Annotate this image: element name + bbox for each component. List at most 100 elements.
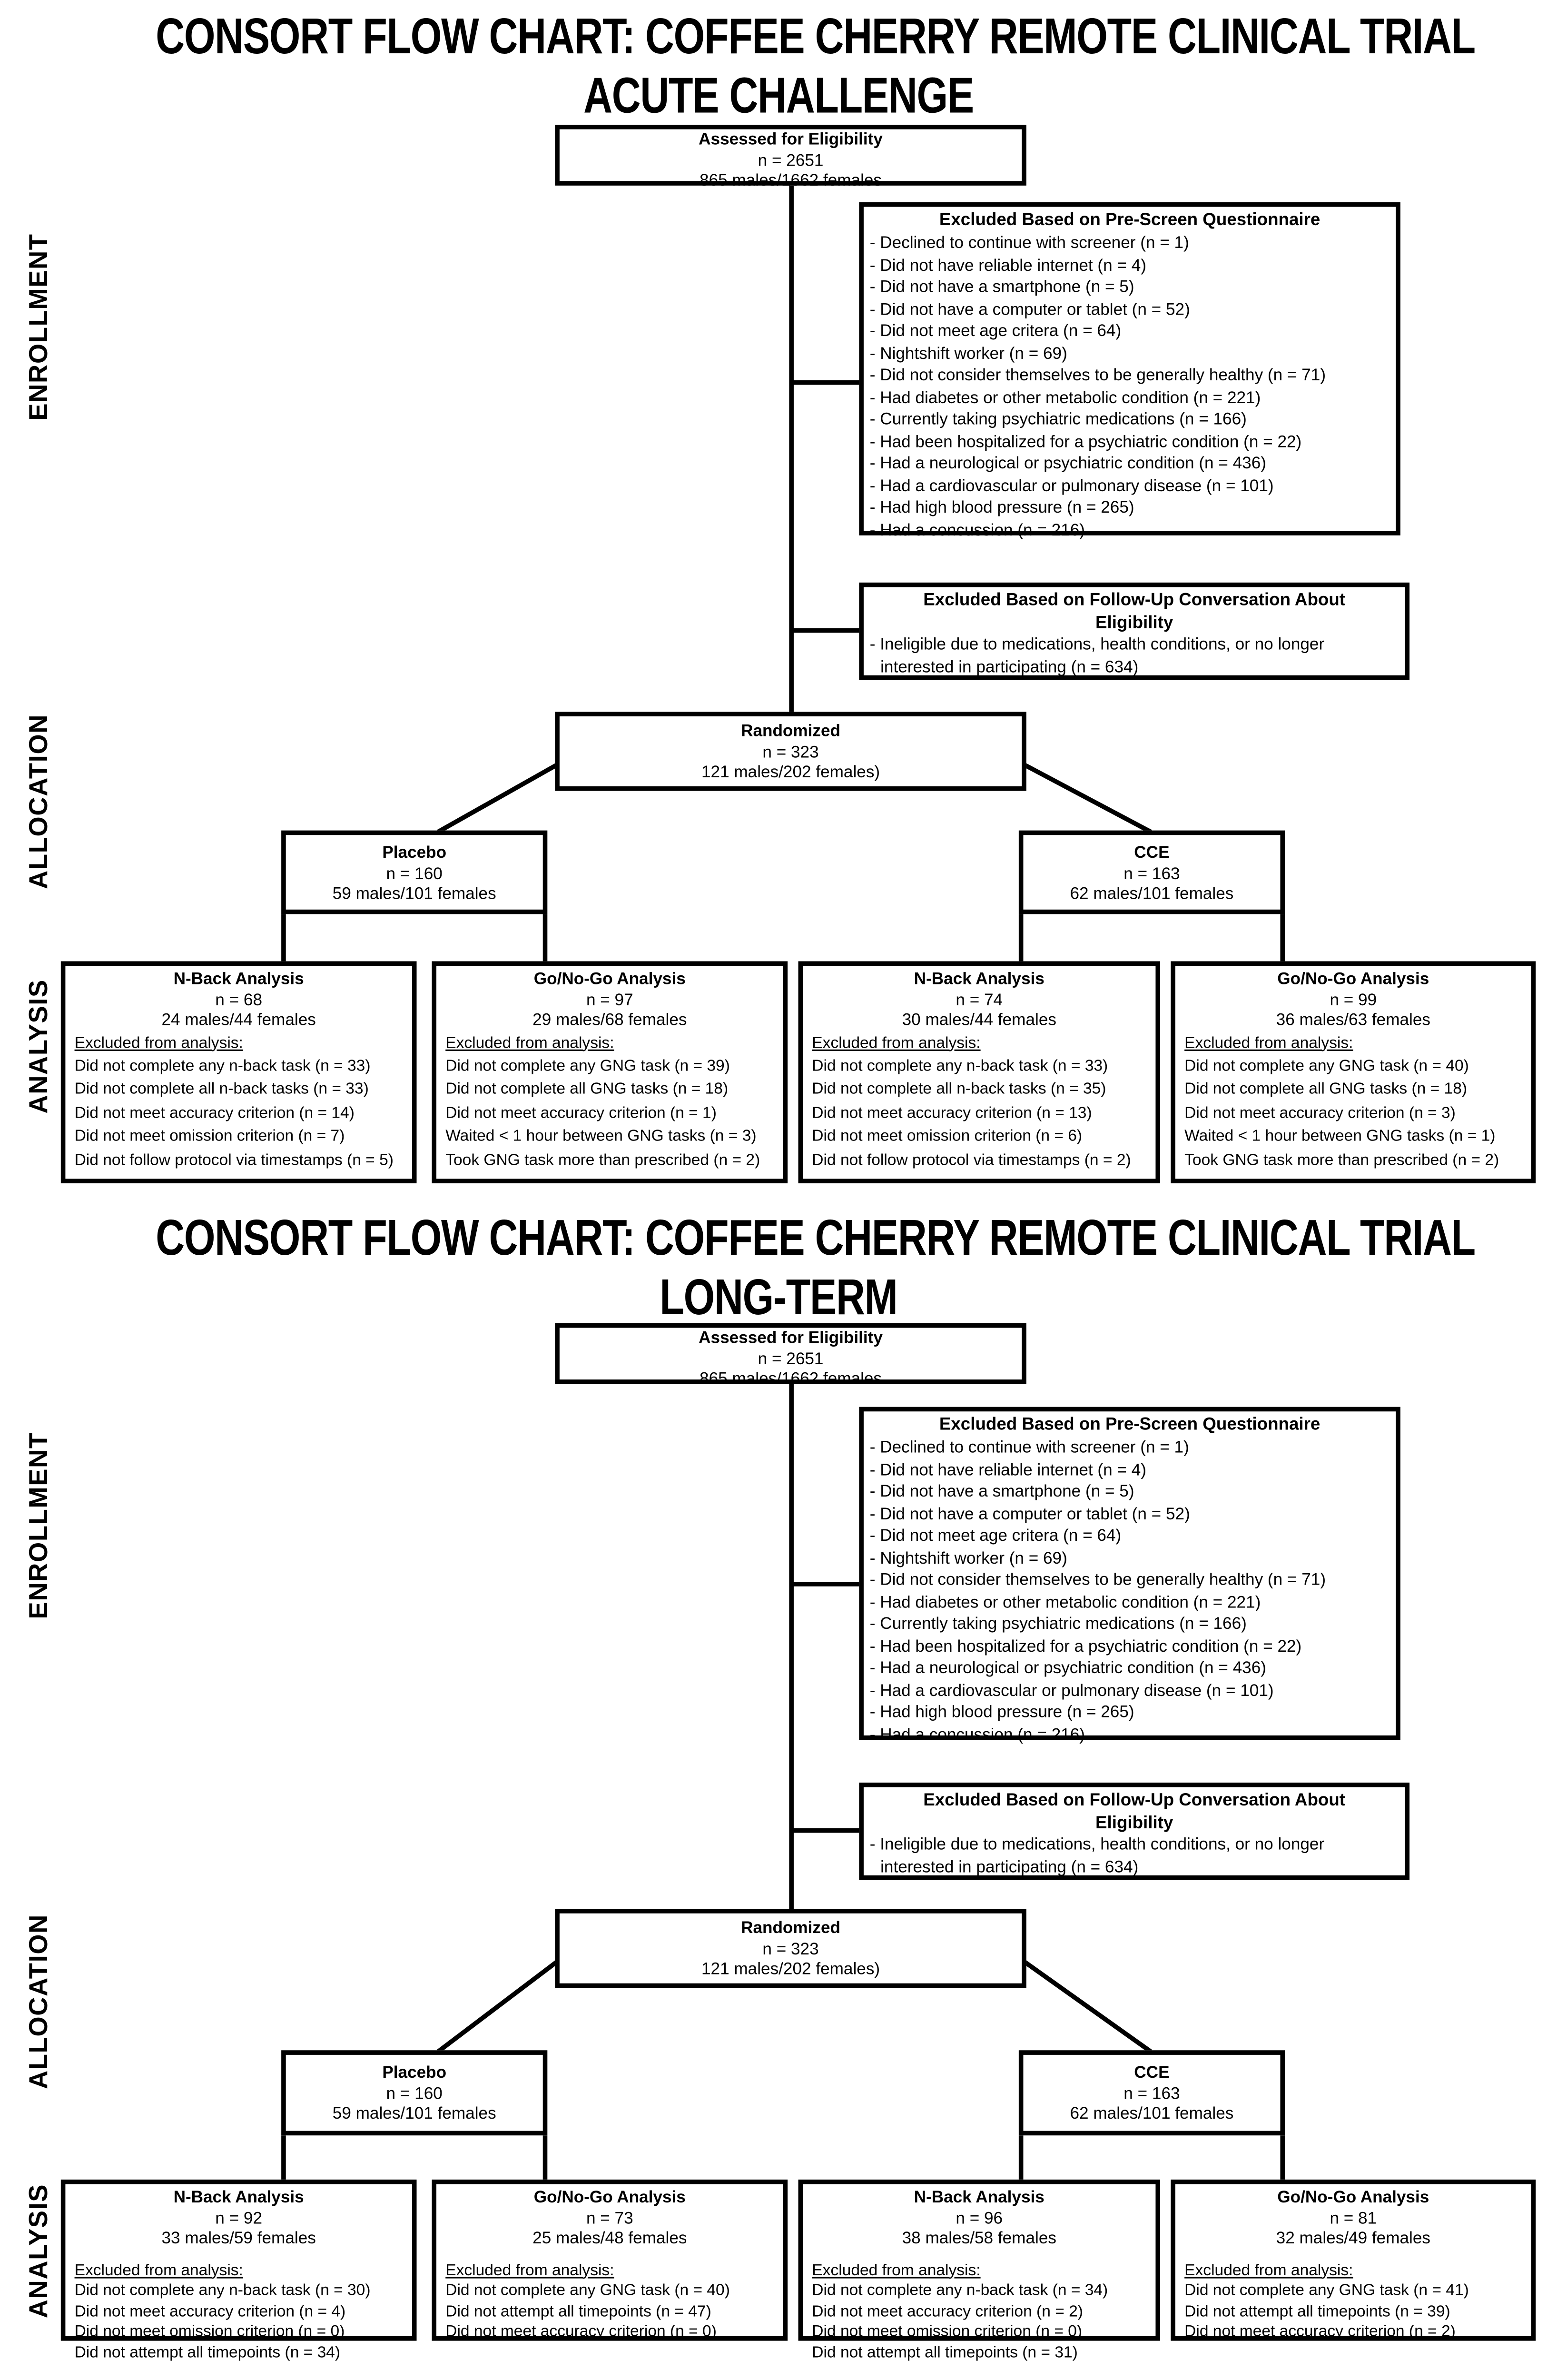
excluded-reason: - Did not have reliable internet (n = 4) (869, 1461, 1146, 1479)
exclusion-reason: Did not complete any n-back task (n = 33… (74, 1057, 371, 1075)
assessed-for-eligibility-box: Assessed for Eligibility n = 2651 865 ma… (555, 125, 1026, 190)
exclusion-reason: Did not meet accuracy criterion (n = 2) (812, 2302, 1083, 2320)
excluded-followup-box: Excluded Based on Follow-Up Conversation… (859, 582, 1410, 680)
exclusion-reason-list: Did not complete any GNG task (n = 40) Di… (1184, 1055, 1531, 1172)
box-sex: 32 males/49 females (1276, 2230, 1430, 2248)
exclusion-reason: Did not complete any GNG task (n = 39) (445, 1057, 730, 1075)
exclusion-reason: Did not meet omission criterion (n = 7) (74, 1127, 345, 1146)
excluded-from-analysis-label: Excluded from analysis: (1184, 2261, 1353, 2280)
box-n: n = 92 (215, 2209, 262, 2228)
excluded-reason: - Ineligible due to medications, health … (869, 635, 1325, 676)
excluded-reason: - Had a concussion (n = 216) (869, 521, 1085, 539)
analysis-box-cce-gng: Go/No-Go Analysis n = 81 32 males/49 fem… (1171, 2179, 1536, 2341)
box-n: n = 74 (956, 991, 1003, 1010)
box-title: Assessed for Eligibility (699, 130, 883, 149)
analysis-box-placebo-nback: N-Back Analysis n = 68 24 males/44 femal… (60, 961, 417, 1183)
connector-cce-gng (1280, 914, 1285, 962)
connector-branch-prescreen (790, 380, 859, 385)
excluded-prescreen-box: Excluded Based on Pre-Screen Questionnai… (859, 1407, 1400, 1744)
excluded-reason: - Had been hospitalized for a psychiatri… (869, 433, 1302, 451)
box-sex: 865 males/1662 females (700, 172, 882, 190)
box-sex: 38 males/58 females (902, 2230, 1056, 2248)
box-n: n = 99 (1330, 991, 1377, 1010)
section-label-analysis: ANALYSIS (24, 979, 53, 1114)
box-title: N-Back Analysis (914, 2189, 1045, 2207)
excluded-reason: - Had a cardiovascular or pulmonary dise… (869, 476, 1274, 496)
connector-branch-followup (790, 1828, 859, 1833)
exclusion-reason: Waited < 1 hour between GNG tasks (n = 1… (1184, 1127, 1496, 1146)
connector-cce-nback (1018, 2135, 1024, 2180)
connector-branch-prescreen (790, 1582, 859, 1587)
box-title: N-Back Analysis (173, 2189, 304, 2207)
exclusion-reason: Waited < 1 hour between GNG tasks (n = 3… (445, 1127, 757, 1146)
excluded-reason: - Had a neurological or psychiatric cond… (869, 455, 1266, 473)
box-sex: 59 males/101 females (332, 885, 496, 904)
box-n: n = 73 (586, 2209, 633, 2228)
excluded-reason: - Did not have a smartphone (n = 5) (869, 278, 1134, 297)
excluded-reason: - Nightshift worker (n = 69) (869, 1549, 1067, 1567)
exclusion-reason: Did not attempt all timepoints (n = 47) (445, 2302, 711, 2320)
excluded-reason-list: - Declined to continue with screener (n … (864, 1438, 1396, 1746)
excluded-reason: - Had a neurological or psychiatric cond… (869, 1659, 1266, 1678)
randomized-box: Randomized n = 323 121 males/202 females… (555, 1909, 1026, 1988)
exclusion-reason: Took GNG task more than prescribed (n = … (1184, 1150, 1499, 1169)
box-title-line2: Eligibility (1095, 614, 1173, 632)
analysis-box-cce-gng: Go/No-Go Analysis n = 99 36 males/63 fem… (1171, 961, 1536, 1183)
box-n: n = 323 (762, 1940, 819, 1958)
exclusion-reason: Did not complete all GNG tasks (n = 18) (1184, 1080, 1468, 1099)
exclusion-reason: Did not complete any GNG task (n = 40) (1184, 1057, 1469, 1075)
box-n: n = 2651 (758, 151, 824, 170)
exclusion-reason: Did not complete any n-back task (n = 34… (812, 2281, 1108, 2300)
box-title: Go/No-Go Analysis (1277, 2189, 1429, 2207)
box-n: n = 323 (762, 743, 819, 762)
connector-cce-gng (1280, 2135, 1285, 2180)
exclusion-reason: Did not complete any GNG task (n = 40) (445, 2281, 730, 2300)
exclusion-reason: Did not complete all n-back tasks (n = 3… (74, 1080, 369, 1099)
exclusion-reason: Did not meet accuracy criterion (n = 2) (1184, 2322, 1456, 2341)
box-sex: 29 males/68 females (532, 1011, 687, 1030)
exclusion-reason: Did not meet accuracy criterion (n = 13) (812, 1103, 1092, 1122)
box-title: Excluded Based on Follow-Up Conversation… (923, 591, 1346, 610)
exclusion-reason: Did not meet omission criterion (n = 0) (74, 2322, 345, 2341)
box-title: Randomized (741, 722, 841, 741)
analysis-box-placebo-nback: N-Back Analysis n = 92 33 males/59 femal… (60, 2179, 417, 2361)
excluded-reason: - Currently taking psychiatric medicatio… (869, 410, 1247, 429)
exclusion-reason-list: Did not complete any n-back task (n = 33… (812, 1055, 1155, 1172)
box-title: N-Back Analysis (914, 970, 1045, 989)
box-title: CCE (1134, 844, 1170, 863)
excluded-from-analysis-label: Excluded from analysis: (445, 2261, 614, 2280)
box-sex: 121 males/202 females) (701, 764, 880, 782)
box-sex: 121 males/202 females) (701, 1960, 880, 1979)
box-sex: 36 males/63 females (1276, 1011, 1430, 1030)
exclusion-reason: Did not meet accuracy criterion (n = 3) (1184, 1103, 1456, 1122)
box-n: n = 163 (1123, 864, 1180, 883)
box-sex: 33 males/59 females (161, 2230, 316, 2248)
excluded-reason: - Had a cardiovascular or pulmonary dise… (869, 1681, 1274, 1700)
excluded-reason: - Did not meet age critera (n = 64) (869, 322, 1122, 341)
connector-placebo-gng (542, 914, 548, 962)
cce-arm-box: CCE n = 163 62 males/101 females (1018, 2050, 1285, 2136)
connector-trunk (788, 1384, 793, 1909)
assessed-for-eligibility-box: Assessed for Eligibility n = 2651 865 ma… (555, 1323, 1026, 1388)
connector-placebo-nback (281, 914, 286, 962)
section-label-analysis: ANALYSIS (24, 2183, 53, 2319)
excluded-from-analysis-label: Excluded from analysis: (812, 1033, 981, 1052)
excluded-reason: - Had high blood pressure (n = 265) (869, 1703, 1134, 1722)
exclusion-reason: Did not complete all n-back tasks (n = 3… (812, 1080, 1106, 1099)
box-n: n = 96 (956, 2209, 1003, 2228)
box-n: n = 160 (386, 864, 443, 883)
excluded-reason: - Did not meet age critera (n = 64) (869, 1527, 1122, 1546)
box-sex: 62 males/101 females (1070, 885, 1234, 904)
excluded-reason-list: - Declined to continue with screener (n … (864, 233, 1396, 542)
excluded-reason: - Did not consider themselves to be gene… (869, 1571, 1326, 1590)
box-sex: 62 males/101 females (1070, 2105, 1234, 2123)
chart-long-term: CONSORT FLOW CHART: COFFEE CHERRY REMOTE… (0, 1201, 1557, 2380)
exclusion-reason: Did not meet accuracy criterion (n = 14) (74, 1103, 355, 1122)
exclusion-reason: Did not complete any GNG task (n = 41) (1184, 2281, 1469, 2300)
exclusion-reason: Did not follow protocol via timestamps (… (74, 1150, 394, 1169)
box-title-line2: Eligibility (1095, 1814, 1173, 1832)
excluded-reason: - Did not have a computer or tablet (n =… (869, 1505, 1190, 1524)
exclusion-reason-list: Did not complete any n-back task (n = 34… (812, 2281, 1155, 2364)
excluded-reason: - Had diabetes or other metabolic condit… (869, 388, 1261, 407)
box-title: Excluded Based on Follow-Up Conversation… (923, 1792, 1346, 1810)
